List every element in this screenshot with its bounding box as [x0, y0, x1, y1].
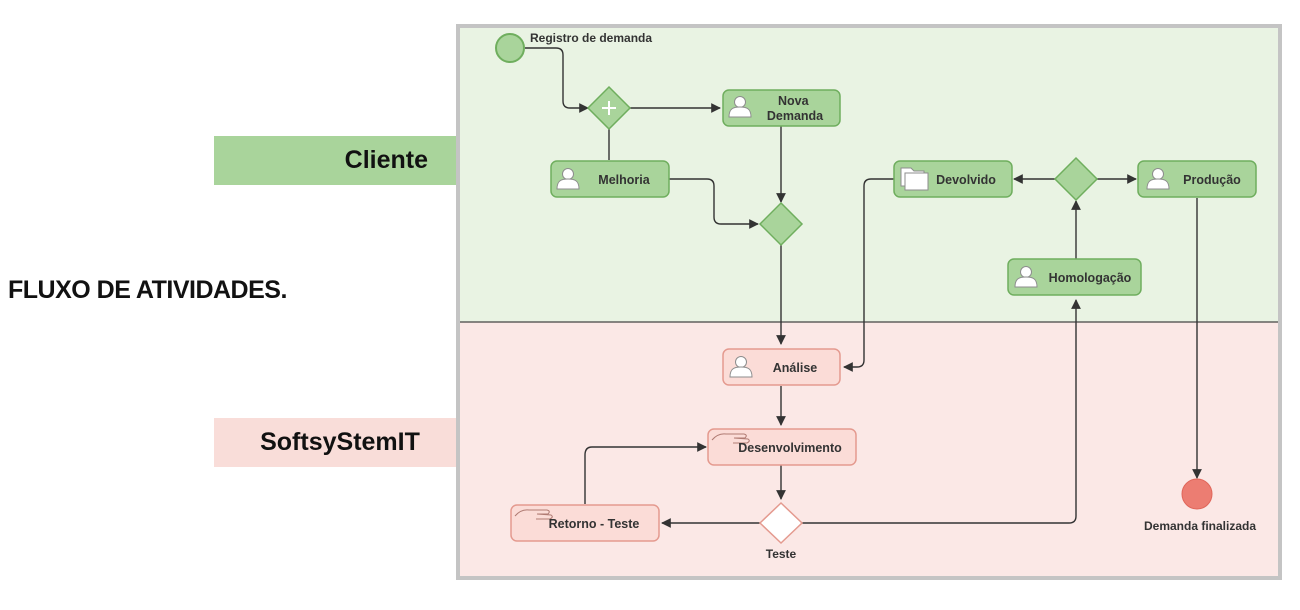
task-melhoria-label: Melhoria — [598, 173, 650, 187]
lane-label-cliente: Cliente — [214, 136, 456, 185]
task-desenvolvimento[interactable]: Desenvolvimento — [707, 428, 857, 466]
exclusive-gateway-merge[interactable] — [758, 201, 804, 247]
svg-text:Nova Demanda: Nova Demanda — [767, 94, 824, 123]
task-devolvido-label: Devolvido — [936, 173, 996, 187]
task-retorno-teste[interactable]: Retorno - Teste — [510, 504, 660, 542]
hand-icon — [514, 509, 553, 520]
flow-start-to-parallel — [525, 47, 589, 113]
hand-icon — [711, 433, 750, 444]
parallel-gateway[interactable] — [586, 85, 632, 131]
task-desenvolvimento-label: Desenvolvimento — [738, 441, 842, 455]
flow-retorno-to-desenvolvimento — [584, 442, 707, 504]
end-event[interactable] — [1181, 478, 1213, 510]
task-analise[interactable]: Análise — [722, 348, 841, 386]
lane-label-softsystemit: SoftsyStemIT — [214, 418, 456, 467]
task-homologacao[interactable]: Homologação — [1007, 258, 1142, 296]
task-nova-demanda-label-1: Nova — [778, 94, 810, 108]
exclusive-gateway-decision[interactable] — [1053, 156, 1099, 202]
flow-teste-to-homologacao — [802, 299, 1081, 524]
folder-icon — [900, 167, 929, 191]
task-producao-label: Produção — [1183, 173, 1241, 187]
start-event-label: Registro de demanda — [530, 31, 652, 45]
lane-label-cliente-text: Cliente — [344, 146, 428, 174]
task-producao[interactable]: Produção — [1137, 160, 1257, 198]
task-analise-label: Análise — [773, 361, 818, 375]
flow-devolvido-to-analise — [843, 178, 894, 372]
page-title: FLUXO DE ATIVIDADES. — [8, 276, 287, 304]
start-event[interactable] — [495, 33, 525, 63]
task-devolvido[interactable]: Devolvido — [893, 160, 1013, 198]
task-homologacao-label: Homologação — [1049, 271, 1132, 285]
task-nova-demanda[interactable]: Nova Demanda — [722, 89, 841, 127]
end-event-label: Demanda finalizada — [1144, 519, 1256, 533]
task-nova-demanda-label-2: Demanda — [767, 109, 824, 123]
task-melhoria[interactable]: Melhoria — [550, 160, 670, 198]
exclusive-gateway-teste[interactable] — [758, 501, 804, 545]
sequence-flows — [525, 47, 1202, 528]
plus-icon — [602, 101, 616, 115]
flow-melhoria-to-gateway — [669, 178, 759, 229]
gateway-teste-label: Teste — [766, 547, 797, 561]
task-retorno-teste-label: Retorno - Teste — [549, 517, 640, 531]
pool-border — [456, 24, 1282, 580]
lane-label-softsystemit-text: SoftsyStemIT — [260, 428, 420, 456]
